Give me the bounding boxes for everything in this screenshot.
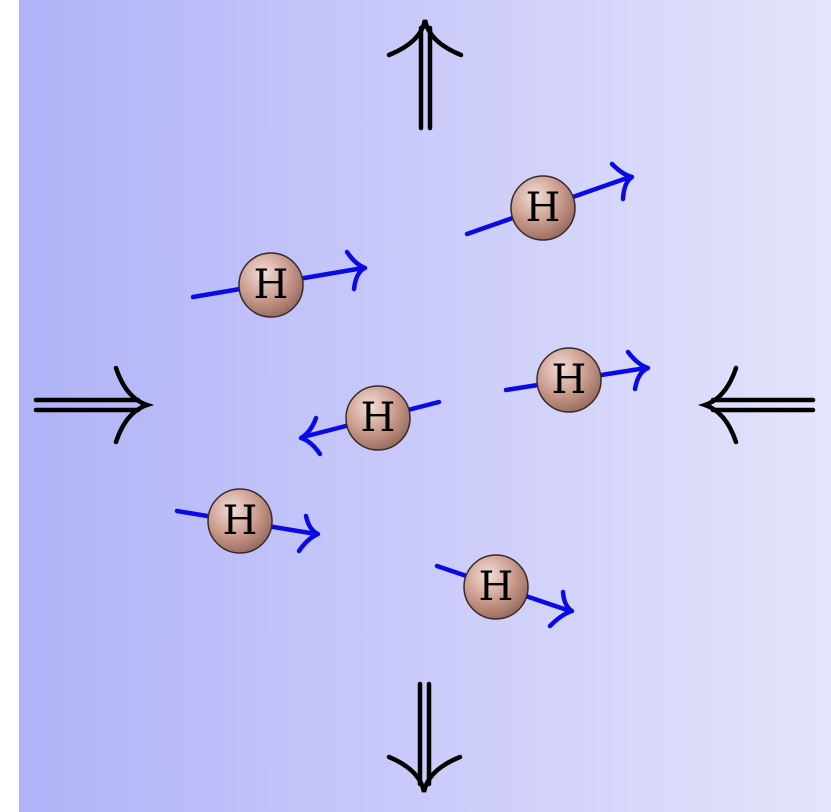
atom-label: H	[223, 498, 258, 544]
atom-label: H	[479, 564, 514, 610]
atom-label: H	[526, 185, 561, 231]
hydrogen-atom: H	[463, 554, 529, 620]
double-arrow-left-icon	[697, 365, 816, 445]
hydrogen-atom: H	[207, 488, 273, 554]
hydrogen-atom: H	[510, 175, 576, 241]
hydrogen-atom: H	[345, 385, 411, 451]
double-arrow-down-icon	[386, 681, 463, 793]
hydrogen-atom: H	[536, 347, 602, 413]
atom-label: H	[552, 357, 587, 403]
hydrogen-atom: H	[238, 252, 304, 318]
double-arrow-right-icon	[33, 365, 155, 445]
double-arrow-up-icon	[386, 19, 464, 131]
atom-label: H	[361, 395, 396, 441]
atom-label: H	[254, 262, 289, 308]
